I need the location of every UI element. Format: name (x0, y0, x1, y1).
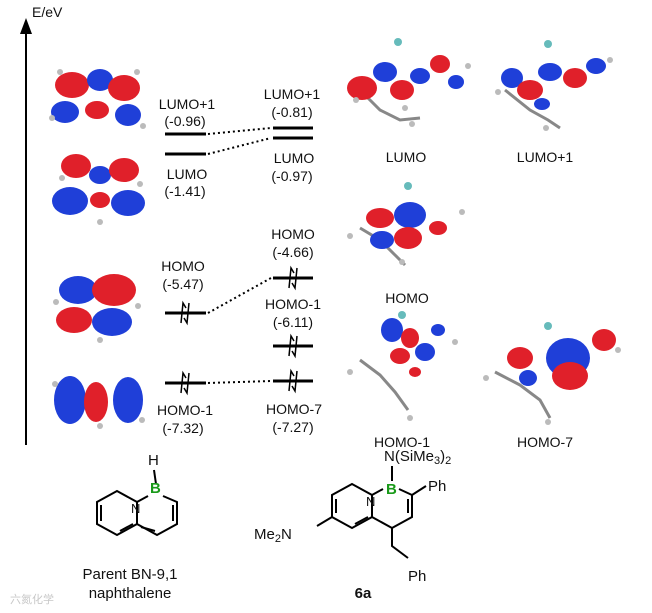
label-parent-homo1-name: HOMO-1 (157, 402, 213, 418)
energy-axis-arrowhead (20, 18, 32, 34)
label-parent-lumo1-energy: (-0.96) (164, 113, 206, 129)
electrons-6a-homo1 (288, 333, 298, 359)
caption-lumo: LUMO (385, 149, 427, 165)
orbital-6a-homo1 (347, 311, 458, 421)
atom-6a-n: N (366, 494, 376, 509)
label-6a-lumo-name: LUMO (273, 150, 315, 166)
electrons-parent-homo (180, 300, 190, 326)
label-6a-homo1-name: HOMO-1 (265, 296, 321, 312)
caption-lumo-plus-1: LUMO+1 (516, 149, 574, 165)
electrons-6a-homo (288, 265, 298, 291)
label-6a-lumo1-name: LUMO+1 (263, 86, 321, 102)
electrons-6a-homo7 (288, 368, 298, 394)
correlation-lumo (207, 137, 272, 155)
caption-homo-minus-1: HOMO-1 (374, 434, 430, 450)
orbital-6a-lumo1 (495, 40, 613, 131)
label-parent-lumo1-name: LUMO+1 (158, 96, 216, 112)
label-parent-homo1-energy: (-7.32) (162, 420, 204, 436)
watermark: 六氮化学 (10, 594, 54, 606)
caption-homo-minus-7: HOMO-7 (517, 434, 573, 450)
atom-6a-nme2: Me2N (254, 526, 292, 545)
electrons-parent-homo1 (180, 370, 190, 396)
correlation-lumo1 (207, 127, 272, 135)
compound-label-6a: 6a (354, 585, 372, 602)
correlation-homo (207, 277, 272, 314)
label-parent-lumo-energy: (-1.41) (164, 183, 206, 199)
axis-label: E/eV (32, 4, 63, 20)
label-6a-lumo1-energy: (-0.81) (271, 104, 313, 120)
atom-6a-b: B (386, 481, 397, 498)
label-parent-lumo-name: LUMO (166, 166, 208, 182)
atom-parent-b: B (150, 480, 161, 497)
correlation-homo1 (207, 380, 272, 384)
parent-name-line2: naphthalene (88, 585, 172, 602)
atom-6a-ph-bottom: Ph (408, 568, 427, 585)
atom-parent-h: H (148, 452, 159, 469)
parent-name-line1: Parent BN-9,1 (82, 566, 178, 583)
orbital-parent-lumo1 (49, 69, 146, 129)
label-6a-homo-energy: (-4.66) (272, 244, 314, 260)
label-parent-homo-energy: (-5.47) (162, 276, 204, 292)
orbital-6a-lumo (347, 38, 471, 127)
label-6a-homo7-name: HOMO-7 (266, 401, 322, 417)
atom-parent-n: N (131, 501, 141, 516)
label-parent-homo-name: HOMO (161, 258, 205, 274)
orbital-parent-homo1 (52, 376, 145, 429)
label-6a-homo1-energy: (-6.11) (272, 314, 314, 330)
orbital-6a-homo7 (483, 322, 621, 425)
orbital-parent-lumo (52, 154, 145, 225)
atom-6a-ph-top: Ph (428, 478, 447, 495)
structure-parent (96, 469, 178, 537)
label-6a-homo7-energy: (-7.27) (272, 419, 314, 435)
orbital-parent-homo (53, 274, 141, 343)
caption-homo: HOMO (385, 290, 429, 306)
atom-6a-amine: N(SiMe3)2 (384, 448, 452, 467)
orbital-6a-homo (347, 182, 465, 267)
label-6a-lumo-energy: (-0.97) (271, 168, 313, 184)
label-6a-homo-name: HOMO (271, 226, 315, 242)
structure-6a (316, 466, 427, 559)
